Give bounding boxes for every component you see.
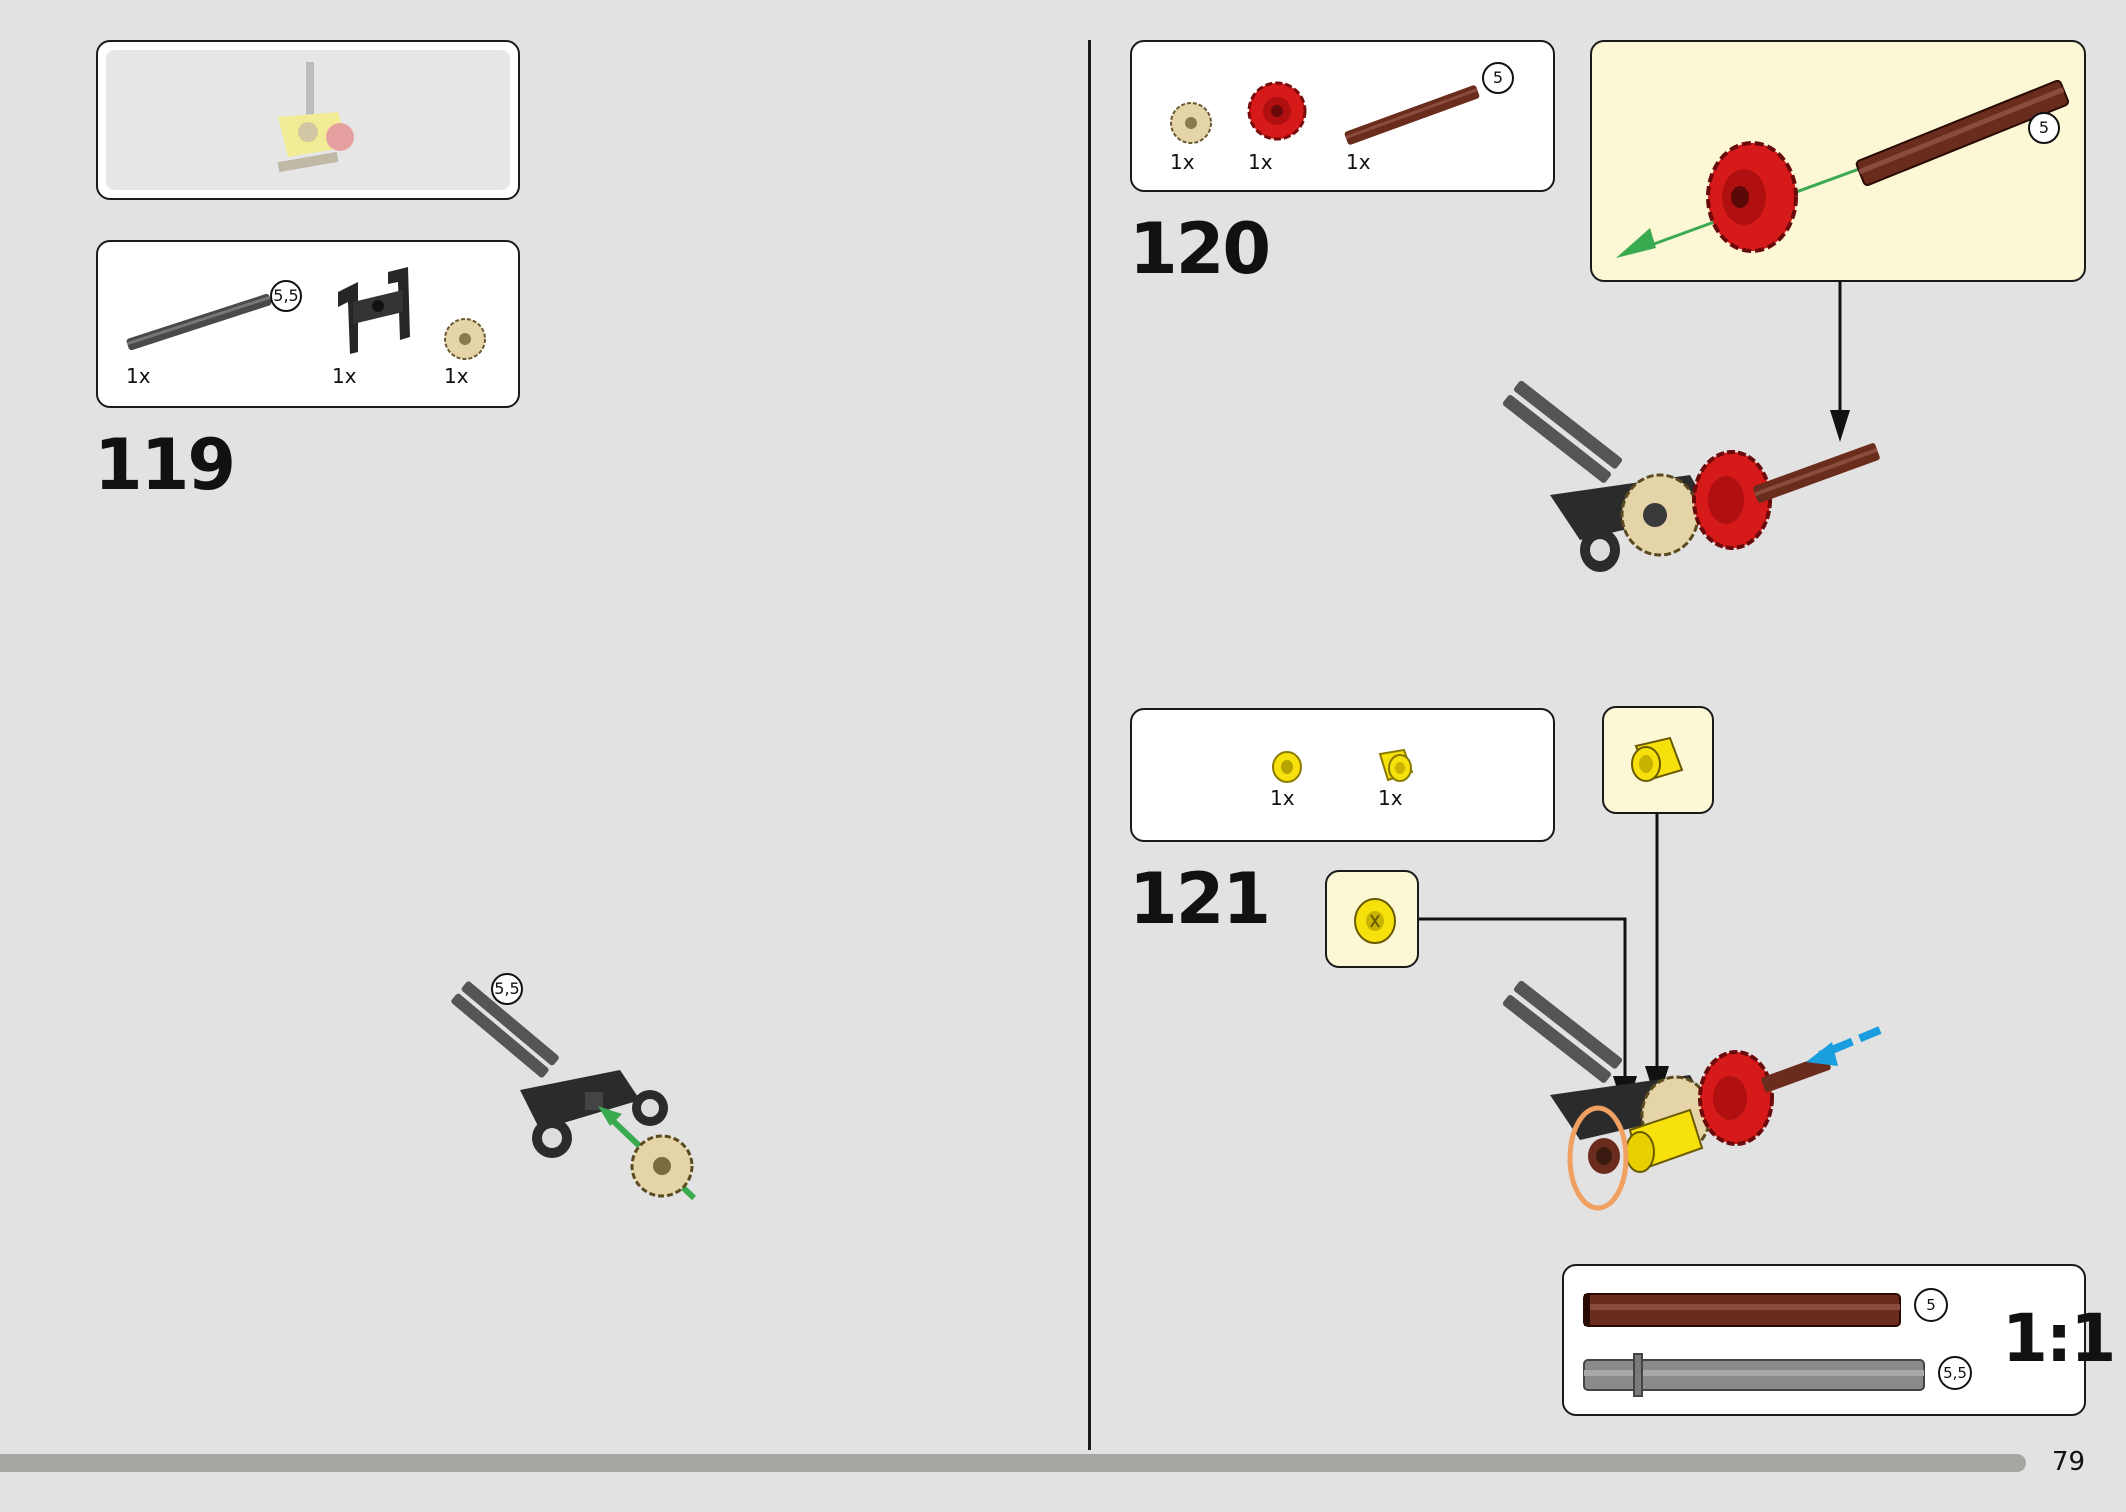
yellow-pulley-icon xyxy=(1354,898,1396,944)
callout-connector-arrow xyxy=(1830,282,1850,442)
tan-gear-icon xyxy=(444,318,486,360)
brown-axle-icon xyxy=(1344,85,1480,145)
step-121-parts-box: 1x 1x xyxy=(1130,708,1555,842)
grey-axle-scale-icon xyxy=(1583,1353,1925,1397)
brown-axle-length-badge: 5 xyxy=(1914,1288,1948,1322)
qty-label: 1x xyxy=(444,364,469,388)
step-120-callout-box: 5 xyxy=(1590,40,2086,282)
brown-axle-scale-icon xyxy=(1583,1293,1901,1327)
scale-label: 1:1 xyxy=(2002,1300,2116,1377)
yellow-bush-icon xyxy=(1631,736,1684,782)
step-119-assembly-icon xyxy=(451,981,697,1201)
preview-model-icon xyxy=(277,62,354,173)
yellow-pulley-icon xyxy=(1272,751,1302,783)
qty-label: 1x xyxy=(1170,150,1195,174)
page-number: 79 xyxy=(2052,1447,2086,1477)
step-121-assembly-icon xyxy=(1502,980,1882,1211)
yellow-bush-icon xyxy=(1378,748,1414,782)
grey-axle-icon xyxy=(126,293,272,351)
scale-box: 5 5,5 xyxy=(1562,1264,2086,1416)
bush-callout-box xyxy=(1602,706,1714,814)
qty-label: 1x xyxy=(1248,150,1273,174)
qty-label: 1x xyxy=(1346,150,1371,174)
axle-length-badge: 5,5 xyxy=(270,280,302,312)
step-number-121: 121 xyxy=(1129,858,1271,940)
assembly-length-badge: 5,5 xyxy=(491,973,523,1005)
tan-gear-icon xyxy=(1170,102,1212,144)
red-gear-icon xyxy=(1247,81,1307,141)
qty-label: 1x xyxy=(1270,786,1295,810)
page-progress-bar xyxy=(0,1454,2026,1472)
qty-label: 1x xyxy=(126,364,151,388)
preview-box xyxy=(96,40,520,200)
axle-length-badge: 5 xyxy=(1482,62,1514,94)
callout-length-badge: 5 xyxy=(2028,112,2060,144)
black-frame-icon xyxy=(338,267,410,354)
step-119-parts-box: 5,5 1x 1x 1x xyxy=(96,240,520,408)
step-120-assembly-icon xyxy=(1502,380,1880,572)
grey-axle-length-badge: 5,5 xyxy=(1938,1356,1972,1390)
qty-label: 1x xyxy=(332,364,357,388)
pulley-callout-box xyxy=(1325,870,1419,968)
step-number-119: 119 xyxy=(94,424,236,506)
qty-label: 1x xyxy=(1378,786,1403,810)
callout-assembly-icon xyxy=(1616,79,2070,258)
step-120-parts-box: 1x 1x 5 1x xyxy=(1130,40,1555,192)
step-number-120: 120 xyxy=(1129,208,1271,290)
page-divider xyxy=(1088,40,1091,1450)
